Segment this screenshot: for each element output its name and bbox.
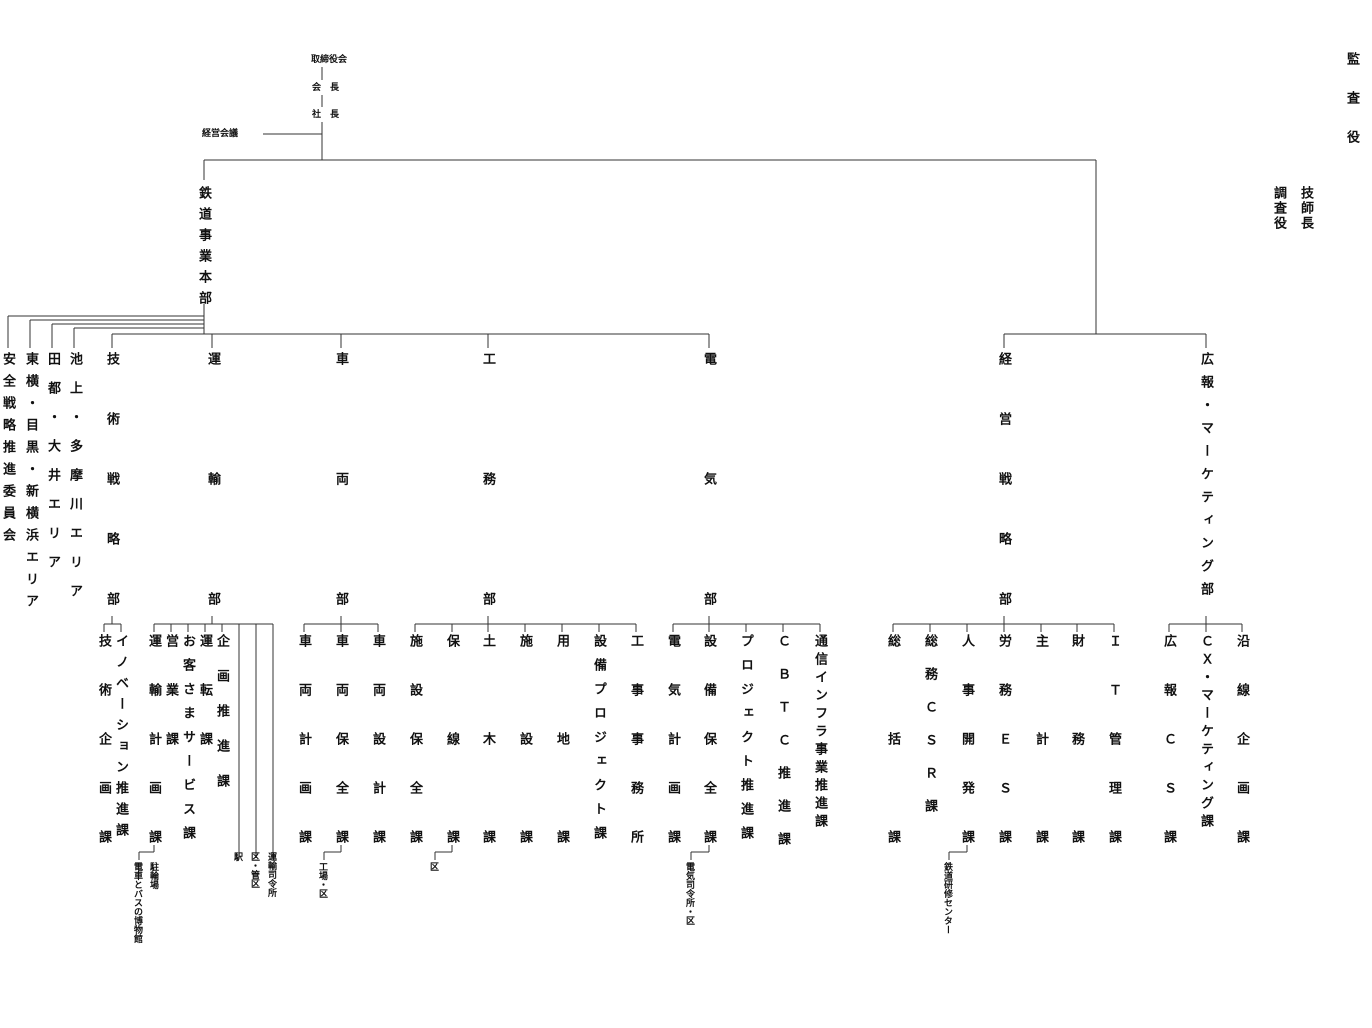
sub-operations-control: 運輸司令所	[266, 852, 276, 897]
section-vehicle-design: 車両設計課	[370, 634, 385, 879]
section-customer-service: お客さまサービス課	[180, 634, 195, 850]
dept-technology-strategy: 技術戦略部	[104, 352, 119, 652]
section-telecom-infra: 通信インフラ事業推進課	[812, 634, 827, 832]
section-hr-development: 人事開発課	[959, 634, 974, 879]
section-planning-promotion: 企画推進課	[214, 634, 229, 809]
section-construction-office: 工事事務所	[628, 634, 643, 879]
section-line-planning: 沿線企画課	[1234, 634, 1249, 879]
section-project-promotion: プロジェクト推進課	[738, 634, 753, 850]
section-vehicle-planning: 車両計画課	[296, 634, 311, 879]
sub-train-bus-museum: 電車とバスの博物館	[132, 862, 142, 943]
section-equipment-project: 設備プロジェクト課	[591, 634, 606, 850]
section-electrical-planning: 電気計画課	[665, 634, 680, 879]
section-vehicle-maintenance: 車両保全課	[333, 634, 348, 879]
dept-management-strategy: 経営戦略部	[996, 352, 1011, 652]
section-track: 保線課	[444, 634, 459, 928]
section-general-affairs: 総括課	[885, 634, 900, 928]
section-facility: 施設課	[517, 634, 532, 928]
sub-district: 区・管区	[249, 852, 259, 888]
dept-pr-marketing: 広報・マーケティング部	[1198, 352, 1213, 605]
section-general-csr: 総務ＣＳＲ課	[922, 634, 937, 832]
investigator: 調査役	[1271, 186, 1286, 231]
section-civil: 土木課	[480, 634, 495, 928]
sub-stations: 駅	[232, 852, 242, 861]
dept-engineering: 工務部	[480, 352, 495, 712]
section-operation: 運転課	[197, 634, 212, 781]
board-of-directors: 取締役会	[311, 55, 348, 65]
section-pr-cs: 広報ＣＳ課	[1161, 634, 1176, 879]
sub-workshop: 工場・区	[317, 862, 327, 898]
section-tech-planning: 技術企画課	[96, 634, 111, 879]
section-land: 用地課	[554, 634, 569, 928]
railway-business-hq: 鉄道事業本部	[196, 186, 211, 312]
area-ikegami: 池上・多摩川エリア	[67, 352, 82, 613]
section-cx-marketing: ＣＸ・マーケティング課	[1198, 634, 1213, 832]
management-meeting: 経営会議	[202, 129, 239, 139]
sub-training-center: 鉄道研修センター	[942, 862, 952, 934]
sub-electrical-control: 電気司令所・区	[684, 862, 694, 925]
committee-safety: 安全戦略推進委員会	[0, 352, 15, 550]
sub-bicycle-parking: 駐輪場	[148, 862, 158, 889]
section-transport-planning: 運輸計画課	[146, 634, 161, 879]
section-accounting: 主計課	[1033, 634, 1048, 928]
area-dento: 田都・大井エリア	[45, 352, 60, 584]
section-equipment-maintenance: 設備保全課	[701, 634, 716, 879]
section-it-management: ＩＴ管理課	[1106, 634, 1121, 879]
dept-transport: 運輸部	[205, 352, 220, 712]
dept-electrical: 電気部	[701, 352, 716, 712]
section-innovation: イノベーション推進課	[113, 634, 128, 844]
area-toyoko: 東横・目黒・新横浜エリア	[23, 352, 38, 616]
engineer-chief: 技師長	[1298, 186, 1313, 231]
dept-rolling-stock: 車両部	[333, 352, 348, 712]
chairman: 会 長	[312, 83, 340, 93]
section-finance: 財務課	[1069, 634, 1084, 928]
section-facility-maintenance: 施設保全課	[407, 634, 422, 879]
sub-ward: 区	[428, 862, 438, 871]
section-labor-es: 労務ＥＳ課	[996, 634, 1011, 879]
president: 社 長	[312, 110, 340, 120]
section-sales: 営業課	[163, 634, 178, 781]
auditor: 監査役	[1344, 52, 1359, 169]
section-cbtc: ＣＢＴＣ推進課	[775, 634, 790, 865]
